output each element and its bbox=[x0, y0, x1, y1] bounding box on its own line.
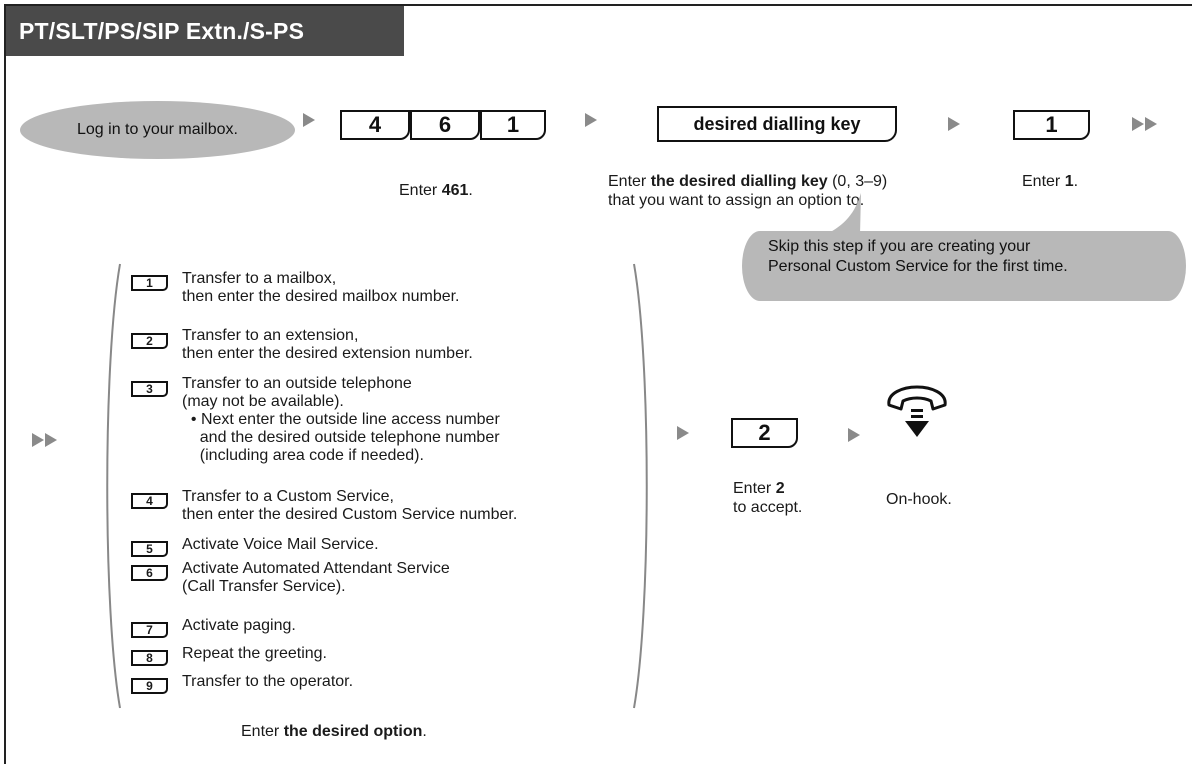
option-7-text: Activate paging. bbox=[182, 617, 296, 634]
option-key-2: 2 bbox=[131, 333, 168, 349]
option-2-text: Transfer to an extension,then enter the … bbox=[182, 327, 473, 362]
option-key-6: 6 bbox=[131, 565, 168, 581]
option-key-7: 7 bbox=[131, 622, 168, 638]
right-bracket bbox=[633, 263, 648, 709]
key-enter-1: 1 bbox=[1013, 110, 1090, 140]
caption-enter-2: Enter 2 bbox=[733, 480, 785, 497]
left-bracket bbox=[106, 263, 121, 709]
caption-onhook: On-hook. bbox=[886, 491, 952, 508]
option-key-4: 4 bbox=[131, 493, 168, 509]
caption-enter-461: Enter 461. bbox=[399, 182, 473, 199]
option-key-3: 3 bbox=[131, 381, 168, 397]
continue-arrow-icon bbox=[1132, 117, 1144, 131]
option-6-text: Activate Automated Attendant Service(Cal… bbox=[182, 560, 450, 595]
key-enter-2: 2 bbox=[731, 418, 798, 448]
caption-desired-key-line2: that you want to assign an option to. bbox=[608, 192, 865, 209]
page-title: PT/SLT/PS/SIP Extn./S-PS bbox=[6, 6, 404, 56]
option-1-text: Transfer to a mailbox,then enter the des… bbox=[182, 270, 460, 305]
handset-onhook-icon bbox=[887, 385, 947, 437]
arrow-icon bbox=[303, 113, 315, 127]
option-5-text: Activate Voice Mail Service. bbox=[182, 536, 379, 553]
login-bubble: Log in to your mailbox. bbox=[20, 101, 295, 159]
option-9-text: Transfer to the operator. bbox=[182, 673, 354, 690]
desired-key-button: desired dialling key bbox=[657, 106, 897, 142]
option-4-text: Transfer to a Custom Service,then enter … bbox=[182, 488, 518, 523]
skip-note-line2: Personal Custom Service for the first ti… bbox=[768, 258, 1068, 275]
skip-note-line1: Skip this step if you are creating your bbox=[768, 238, 1031, 255]
option-key-9: 9 bbox=[131, 678, 168, 694]
arrow-icon bbox=[585, 113, 597, 127]
option-key-8: 8 bbox=[131, 650, 168, 666]
caption-desired-option: Enter the desired option. bbox=[241, 723, 427, 740]
option-3-text: Transfer to an outside telephone(may not… bbox=[182, 375, 500, 464]
option-key-1: 1 bbox=[131, 275, 168, 291]
arrow-icon bbox=[677, 426, 689, 440]
continue-arrow-icon bbox=[45, 433, 57, 447]
skip-note-bubble: Skip this step if you are creating your … bbox=[742, 231, 1186, 301]
skip-bubble-tail bbox=[825, 193, 861, 235]
option-key-5: 5 bbox=[131, 541, 168, 557]
arrow-icon bbox=[848, 428, 860, 442]
arrow-icon bbox=[948, 117, 960, 131]
caption-enter-2-line2: to accept. bbox=[733, 499, 803, 516]
caption-desired-key: Enter the desired dialling key (0, 3–9) bbox=[608, 173, 888, 190]
option-8-text: Repeat the greeting. bbox=[182, 645, 327, 662]
key-4: 4 bbox=[340, 110, 410, 140]
continue-arrow-icon bbox=[1145, 117, 1157, 131]
continue-arrow-icon bbox=[32, 433, 44, 447]
key-6: 6 bbox=[410, 110, 480, 140]
key-1: 1 bbox=[480, 110, 546, 140]
caption-enter-1: Enter 1. bbox=[1022, 173, 1079, 190]
diagram-frame bbox=[4, 4, 1192, 764]
